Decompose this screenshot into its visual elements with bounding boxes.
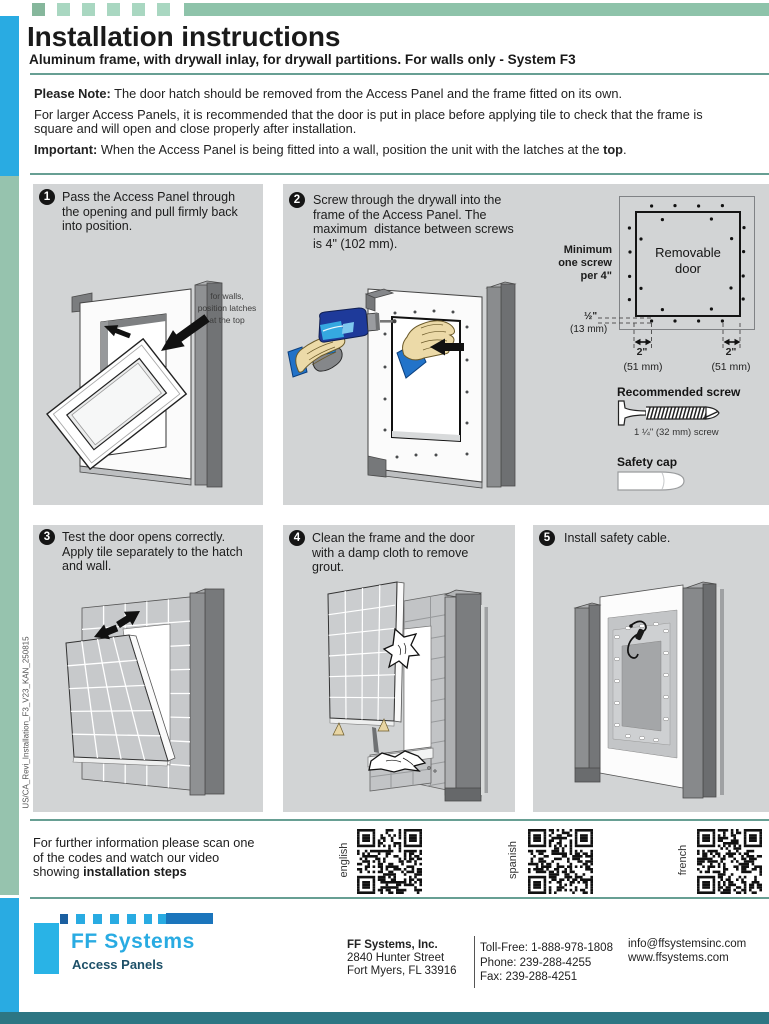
svg-text:at the top: at the top (209, 315, 245, 325)
svg-text:position latches: position latches (198, 303, 257, 313)
svg-text:for walls,: for walls, (210, 291, 244, 301)
